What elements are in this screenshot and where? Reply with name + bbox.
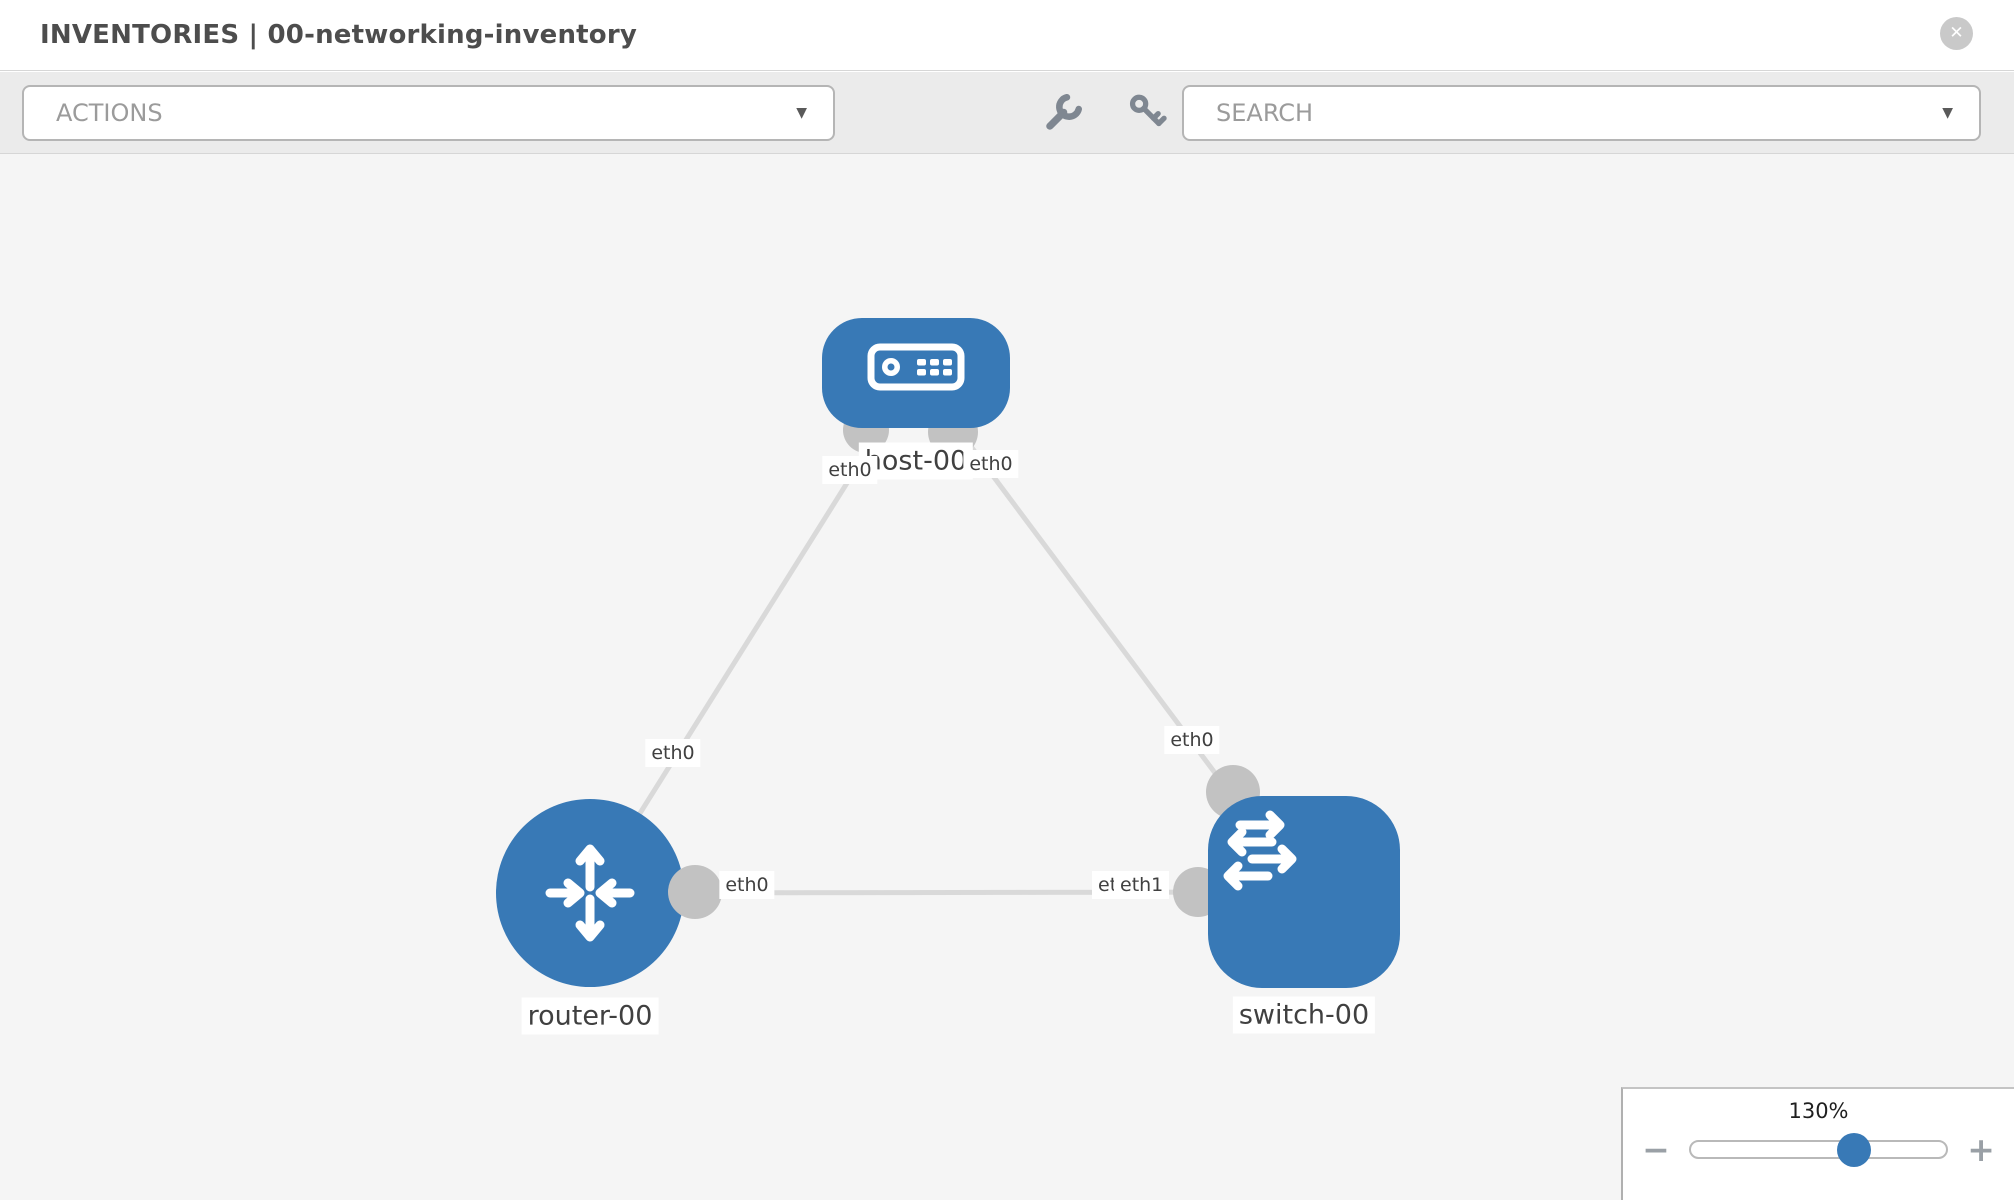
node-host[interactable] (822, 318, 1010, 428)
toolbar: ACTIONS ▼ SEARCH ▼ (0, 72, 2014, 154)
close-icon: ✕ (1949, 23, 1964, 43)
topology-canvas[interactable]: host-00 router-00 switch-00 eth0 eth0 et… (0, 154, 2014, 1200)
node-router[interactable] (496, 799, 684, 987)
actions-dropdown-label: ACTIONS (56, 99, 163, 127)
chevron-down-icon: ▼ (1942, 105, 1953, 121)
zoom-panel: 130% − + (1621, 1087, 2014, 1200)
node-label-host[interactable]: host-00 (858, 442, 974, 480)
search-dropdown-label: SEARCH (1216, 99, 1314, 127)
zoom-slider-row: − + (1623, 1129, 2014, 1169)
node-label-router[interactable]: router-00 (521, 997, 659, 1035)
topology-graph (496, 318, 1400, 988)
zoom-slider-thumb[interactable] (1837, 1132, 1872, 1167)
iface-label-router-eth0: eth0 (719, 871, 775, 899)
key-icon (1129, 94, 1167, 127)
iface-label-host-eth0: eth0 (963, 450, 1019, 478)
iface-label-switch-eth0: eth0 (1164, 726, 1220, 754)
page-title: INVENTORIES | 00-networking-inventory (40, 20, 638, 50)
search-dropdown[interactable]: SEARCH ▼ (1182, 85, 1981, 141)
toolbar-tools (1040, 72, 1170, 154)
actions-dropdown[interactable]: ACTIONS ▼ (22, 85, 835, 141)
wrench-button[interactable] (1040, 90, 1086, 136)
zoom-slider[interactable] (1688, 1132, 1949, 1167)
window-header: INVENTORIES | 00-networking-inventory ✕ (0, 0, 2014, 71)
close-button[interactable]: ✕ (1940, 17, 1973, 50)
zoom-out-button[interactable]: − (1642, 1129, 1670, 1169)
node-switch[interactable] (1208, 796, 1400, 988)
zoom-in-button[interactable]: + (1967, 1129, 1995, 1169)
wrench-icon (1046, 93, 1083, 130)
iface-label-router-eth0: eth0 (645, 739, 701, 767)
router-icon (545, 844, 635, 942)
switch-icon (1223, 810, 1297, 891)
server-icon (867, 343, 965, 391)
key-button[interactable] (1124, 90, 1170, 136)
zoom-level: 130% (1788, 1099, 1849, 1123)
iface-connector-router-eth0[interactable] (668, 865, 722, 919)
node-label-switch[interactable]: switch-00 (1232, 996, 1376, 1034)
chevron-down-icon: ▼ (796, 105, 807, 121)
iface-label-host-eth0: eth0 (822, 456, 878, 484)
iface-label-switch-eth1: eth1 (1114, 871, 1170, 899)
